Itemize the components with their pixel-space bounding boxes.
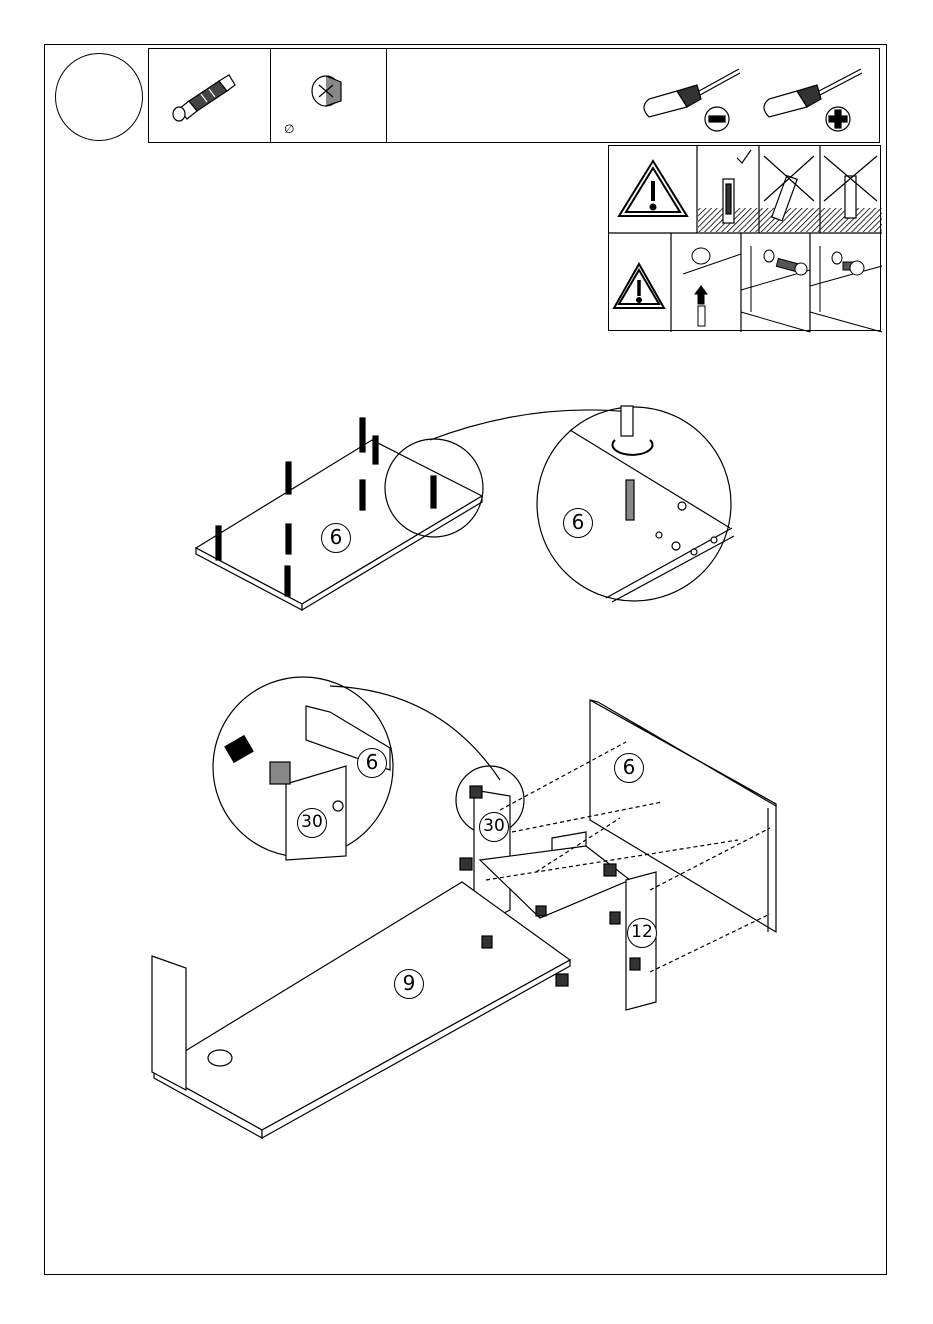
cam-dowel-icon	[149, 49, 271, 144]
parts-strip: ∅	[148, 48, 880, 143]
panel-label-30-detail: 30	[297, 808, 327, 838]
phillips-screwdriver-icon	[764, 69, 862, 131]
warning-triangle-icon	[619, 161, 687, 216]
check-mark-icon	[737, 150, 751, 163]
panel-label-30: 30	[479, 812, 509, 842]
cam-nut-icon	[692, 248, 710, 264]
panel-label-12: 12	[627, 918, 657, 948]
warning-triangle-icon	[614, 264, 664, 308]
tools-illustration	[387, 49, 881, 144]
warning-instructions-box	[608, 145, 881, 331]
part-cell-tools	[387, 49, 879, 142]
arrow-up-icon	[695, 286, 707, 294]
part-cell-cam-lock: ∅	[271, 49, 387, 142]
warning-grid	[609, 146, 882, 332]
panel-label-9: 9	[394, 969, 424, 999]
panel-label-6-detail-left: 6	[357, 748, 387, 778]
diameter-symbol: ∅	[284, 122, 294, 136]
step-number-circle	[55, 53, 143, 141]
panel-label-6-detail: 6	[563, 508, 593, 538]
part-cell-cam-dowel	[149, 49, 271, 142]
flat-screwdriver-icon	[644, 69, 740, 131]
panel-label-6: 6	[321, 523, 351, 553]
panel-label-6-back: 6	[614, 753, 644, 783]
